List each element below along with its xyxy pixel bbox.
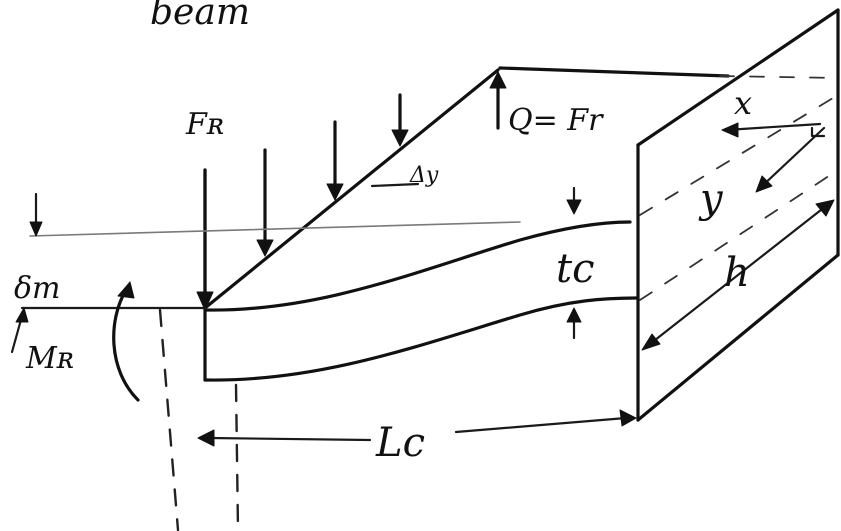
- deflection-reference: [10, 192, 521, 354]
- distributed-load: [196, 68, 500, 311]
- length-dimension: [197, 409, 637, 447]
- height-dimension: [641, 199, 835, 351]
- shear-label: Q= Fr: [508, 103, 604, 138]
- force-label: Fʀ: [185, 107, 224, 142]
- height-label: h: [724, 250, 750, 296]
- deflection-label: δm: [14, 271, 61, 306]
- thickness-arrows: [566, 186, 582, 340]
- y-axis-label: y: [698, 176, 724, 222]
- shear-arrow: [489, 71, 507, 130]
- delta-y-label: Δy: [409, 163, 439, 188]
- beam-end-block: [498, 8, 840, 422]
- x-axis-label: x: [734, 84, 752, 122]
- length-label: Lc: [375, 420, 425, 466]
- moment-label: Mʀ: [25, 341, 74, 376]
- thickness-label: tc: [556, 246, 594, 292]
- axes-triad: [721, 122, 826, 193]
- dashed-verticals: [158, 308, 240, 531]
- moment-arrow: [112, 281, 140, 402]
- title-fragment: beam: [150, 0, 250, 33]
